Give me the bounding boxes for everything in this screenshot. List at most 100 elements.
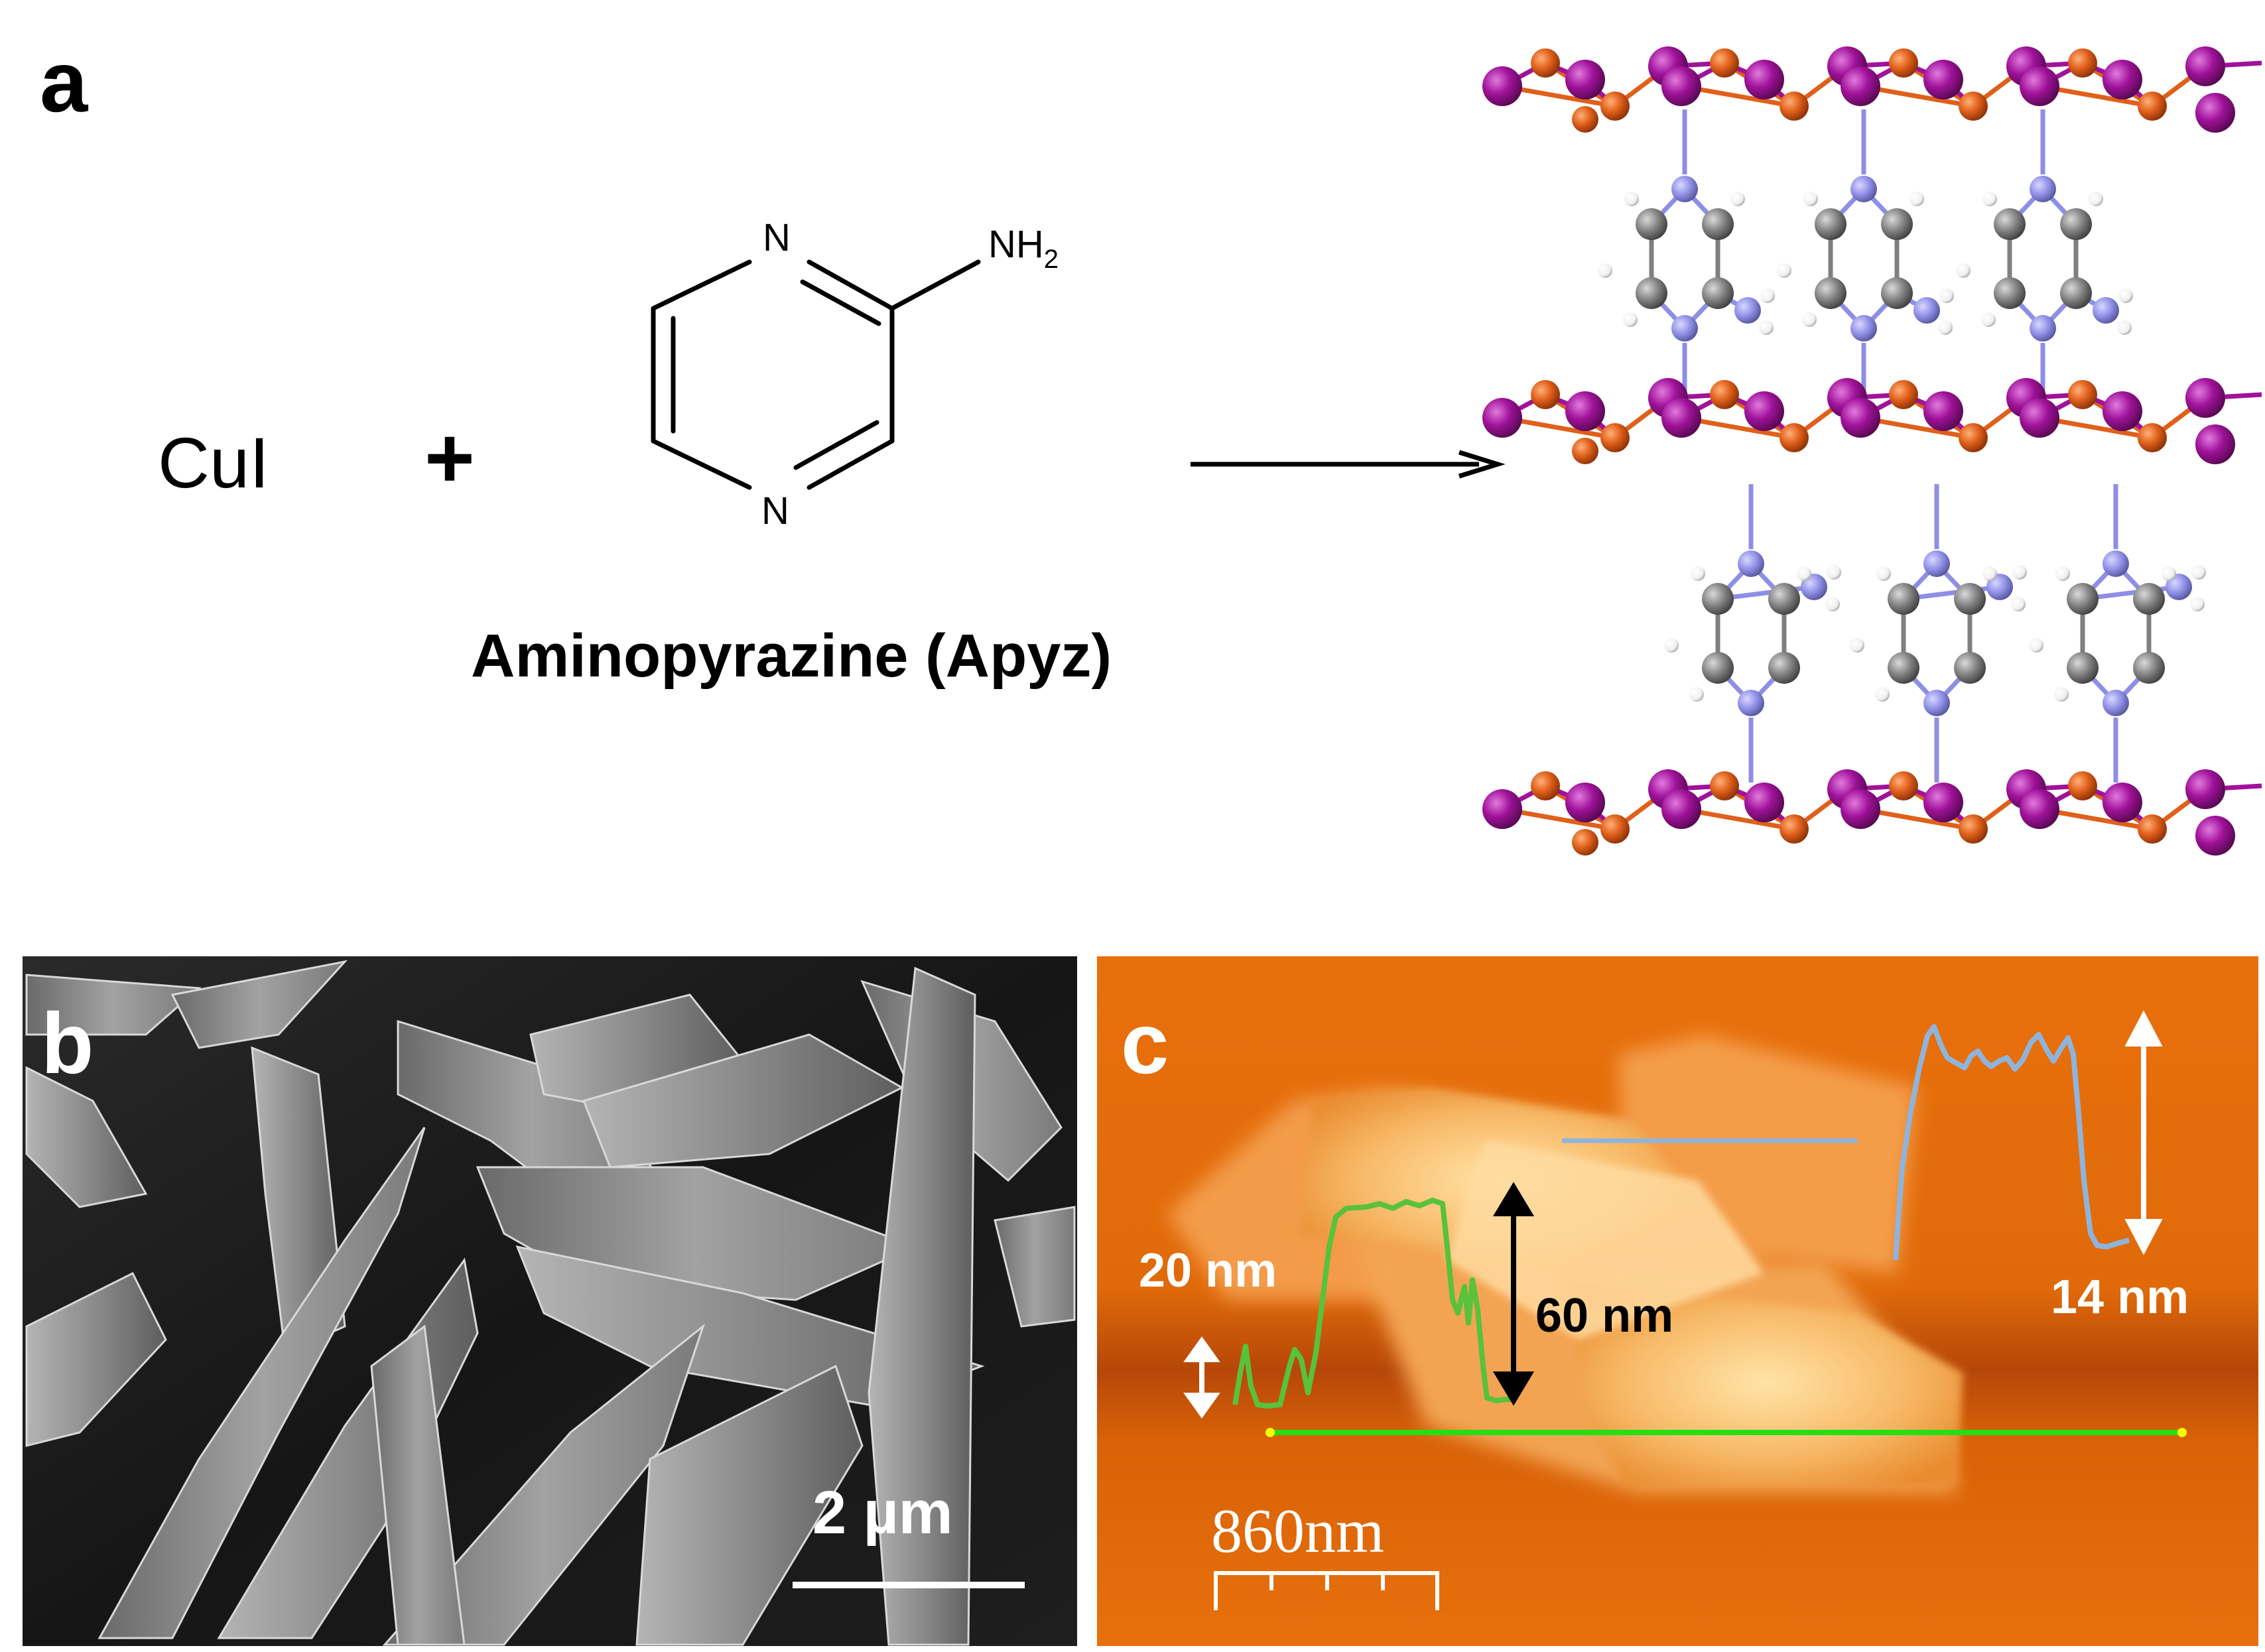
copper-atom	[1710, 771, 1739, 800]
nitrogen-atom	[1913, 297, 1940, 324]
bond	[1903, 584, 2000, 602]
nitrogen-atom	[2030, 176, 2056, 202]
copper-atom	[1710, 48, 1739, 78]
hydrogen-atom	[1624, 192, 1639, 206]
ring-nitrogen-top: N	[763, 216, 791, 259]
crystal-plate	[97, 1127, 426, 1639]
hydrogen-atom	[2055, 566, 2070, 581]
copper-atom	[2068, 48, 2097, 78]
panel-a: a CuI + N N NH2 Aminopyrazine (Apyz)	[40, 33, 2262, 856]
copper-atom	[1710, 380, 1739, 409]
nitrogen-atom	[1671, 315, 1698, 342]
height-arrow-small	[1183, 1336, 1220, 1419]
iodine-atom	[1661, 66, 1701, 106]
nitrogen-atom	[1923, 690, 1950, 716]
copper-atom	[2138, 814, 2167, 844]
hydrogen-atom	[1730, 192, 1745, 206]
nitrogen-atom	[1738, 550, 1764, 577]
iodine-atom	[1841, 66, 1880, 106]
crystal-structure	[1482, 46, 2262, 856]
iodine-atom	[1565, 783, 1605, 822]
crystal-plate	[582, 1033, 905, 1169]
copper-atom	[1600, 92, 1630, 121]
afm-profile-blue	[1893, 1024, 2130, 1261]
crystal-plate	[868, 966, 976, 1646]
nitrogen-atom	[1738, 690, 1764, 716]
carbon-atom	[1888, 652, 1919, 684]
nitrogen-atom	[1734, 297, 1761, 324]
iodine-atom	[1841, 789, 1880, 829]
panel-b-label: b	[41, 995, 94, 1092]
hydrogen-atom	[1825, 597, 1840, 611]
copper-atom	[1889, 771, 1918, 800]
hydrogen-atom	[2089, 192, 2103, 206]
iodine-atom	[2195, 93, 2235, 133]
carbon-atom	[1702, 583, 1734, 615]
carbon-atom	[1888, 583, 1919, 615]
afm-scalebar-label: 860nm	[1211, 1497, 1384, 1566]
iodine-atom	[2185, 769, 2225, 809]
iodine-atom	[1482, 66, 1522, 106]
copper-atom	[1889, 380, 1918, 409]
carbon-atom	[1636, 277, 1667, 309]
hydrogen-atom	[1939, 288, 1954, 303]
height-label-20nm: 20 nm	[1139, 1244, 1277, 1297]
afm-profile-green	[1232, 1198, 1516, 1409]
copper-atom	[1959, 92, 1988, 121]
copper-atom	[1780, 92, 1809, 121]
iodine-atom	[2195, 424, 2235, 464]
panel-c-afm-image: c 20 nm 60 nm	[1097, 956, 2258, 1646]
carbon-atom	[1768, 652, 1800, 684]
iodine-atom	[2020, 66, 2059, 106]
crystal-plate	[170, 960, 348, 1049]
iodine-atom	[1661, 789, 1701, 829]
copper-atom	[1600, 814, 1630, 844]
carbon-atom	[1815, 277, 1846, 309]
iodine-atom	[1565, 391, 1605, 431]
iodine-atom	[1744, 391, 1784, 431]
nitrogen-atom	[2166, 574, 2192, 600]
nitrogen-atom	[2030, 315, 2056, 342]
copper-atom	[1600, 423, 1630, 452]
hydrogen-atom	[2054, 687, 2069, 702]
nitrogen-atom	[2093, 297, 2119, 324]
copper-atom	[1572, 438, 1598, 464]
hydrogen-atom	[1802, 312, 1817, 327]
sem-scalebar-label: 2 µm	[812, 1479, 953, 1547]
iodine-atom	[2020, 398, 2059, 438]
hydrogen-atom	[2190, 597, 2205, 611]
hydrogen-atom	[1875, 687, 1890, 702]
hydrogen-atom	[1797, 566, 1811, 581]
nitrogen-atom	[1671, 176, 1698, 202]
carbon-atom	[2067, 652, 2099, 684]
copper-atom	[1531, 771, 1560, 800]
carbon-atom	[1881, 277, 1913, 309]
carbon-atom	[2060, 208, 2092, 240]
amino-nh: NH	[988, 223, 1044, 266]
crystal-plate	[994, 1206, 1076, 1328]
plus-sign: +	[424, 409, 475, 506]
carbon-atom	[2133, 583, 2165, 615]
afm-scan-line	[1265, 1428, 2187, 1437]
amino-subscript: 2	[1044, 245, 1059, 274]
carbon-atom	[1636, 208, 1667, 240]
hydrogen-atom	[2191, 565, 2206, 580]
height-arrow-large	[1492, 1182, 1535, 1406]
hydrogen-atom	[2117, 320, 2132, 335]
iodine-atom	[1661, 398, 1701, 438]
iodine-atom	[2103, 783, 2142, 822]
copper-atom	[1531, 380, 1560, 409]
copper-atom	[1572, 829, 1598, 856]
carbon-atom	[1768, 583, 1800, 615]
hydrogen-atom	[1981, 312, 1996, 327]
panel-c-label: c	[1121, 995, 1169, 1092]
iodine-atom	[2103, 391, 2142, 431]
hydrogen-atom	[1689, 687, 1704, 702]
sem-crystals	[25, 960, 1076, 1646]
hydrogen-atom	[1850, 638, 1864, 653]
hydrogen-atom	[2029, 638, 2043, 653]
hydrogen-atom	[1623, 312, 1638, 327]
carbon-atom	[1702, 277, 1734, 309]
hydrogen-atom	[2118, 288, 2133, 303]
